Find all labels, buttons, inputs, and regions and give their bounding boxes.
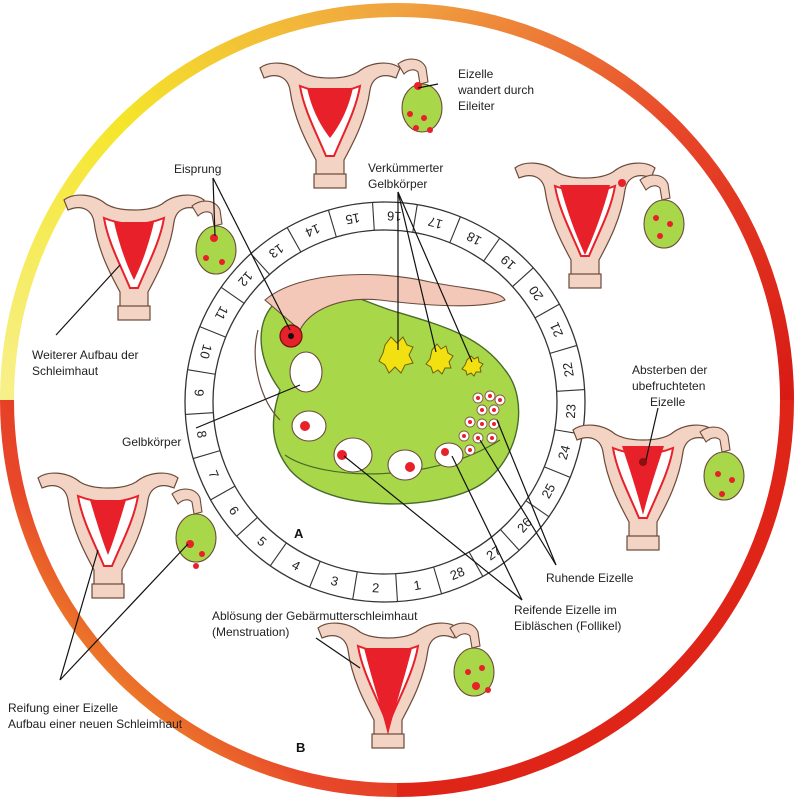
day-tick bbox=[449, 216, 461, 243]
marker-b: B bbox=[296, 740, 305, 755]
day-tick bbox=[433, 566, 443, 594]
day-tick bbox=[556, 388, 585, 392]
day-label: 25 bbox=[538, 481, 558, 501]
day-tick bbox=[544, 466, 571, 478]
day-ticks bbox=[185, 202, 585, 602]
ovary-center: A bbox=[254, 274, 520, 541]
day-tick bbox=[534, 303, 560, 319]
day-tick bbox=[352, 571, 358, 600]
label-reifende: Reifende Eizelle im Eibläschen (Follikel… bbox=[514, 603, 621, 633]
day-tick bbox=[525, 500, 550, 518]
day-label: 14 bbox=[303, 221, 322, 240]
resting-egg-nucleus bbox=[490, 436, 494, 440]
resting-egg-nucleus bbox=[492, 422, 496, 426]
cycle-ring bbox=[0, 3, 794, 797]
day-tick bbox=[395, 573, 399, 602]
resting-egg-nucleus bbox=[462, 434, 466, 438]
label-eisprung: Eisprung bbox=[174, 162, 221, 176]
day-label: 22 bbox=[560, 361, 577, 378]
resting-egg-nucleus bbox=[498, 398, 502, 402]
day-label: 23 bbox=[563, 404, 579, 419]
resting-eggs bbox=[458, 390, 506, 456]
label-absterben: Absterben der ubefruchteten Eizelle bbox=[632, 363, 711, 409]
stage-right bbox=[572, 424, 745, 551]
resting-egg-nucleus bbox=[476, 396, 480, 400]
day-label: 13 bbox=[266, 241, 287, 262]
day-tick bbox=[185, 412, 214, 416]
resting-egg-nucleus bbox=[468, 420, 472, 424]
day-label: 2 bbox=[372, 580, 380, 595]
day-tick bbox=[371, 202, 375, 231]
stage-upper-left bbox=[63, 194, 237, 321]
day-tick bbox=[500, 529, 520, 551]
day-label: 3 bbox=[329, 573, 340, 589]
resting-egg-nucleus bbox=[492, 408, 496, 412]
day-tick bbox=[210, 485, 236, 501]
day-label: 9 bbox=[192, 389, 207, 397]
label-eizelle-wandert: Eizelle wandert durch Eileiter bbox=[457, 67, 537, 113]
day-tick bbox=[512, 267, 534, 287]
day-label: 17 bbox=[426, 214, 444, 232]
day-label: 1 bbox=[412, 577, 422, 593]
resting-egg-nucleus bbox=[480, 422, 484, 426]
resting-egg-nucleus bbox=[476, 436, 480, 440]
day-tick bbox=[199, 326, 226, 338]
day-tick bbox=[327, 210, 337, 238]
day-tick bbox=[549, 344, 577, 354]
day-label: 24 bbox=[555, 443, 573, 461]
day-label: 21 bbox=[547, 320, 566, 339]
resting-egg-nucleus bbox=[468, 448, 472, 452]
day-label: 8 bbox=[194, 429, 210, 439]
stage-lower-left bbox=[37, 472, 217, 599]
day-label: 18 bbox=[464, 229, 484, 249]
label-ruhende: Ruhende Eizelle bbox=[546, 571, 634, 585]
day-tick bbox=[309, 561, 321, 588]
annotation-labels: Eizelle wandert durch Eileiter Eisprung … bbox=[8, 67, 711, 731]
day-tick bbox=[468, 551, 484, 577]
stage-upper-right bbox=[514, 162, 685, 289]
leader-lines bbox=[55, 83, 659, 681]
stage-bottom: B bbox=[296, 622, 495, 755]
day-tick bbox=[220, 286, 245, 304]
day-tick bbox=[187, 369, 216, 375]
day-label: 27 bbox=[483, 543, 504, 564]
day-label: 16 bbox=[387, 208, 402, 224]
label-weiterer-aufbau: Weiterer Aufbau der Schleimhaut bbox=[32, 348, 142, 378]
day-label: 11 bbox=[212, 304, 232, 323]
day-tick bbox=[286, 227, 302, 253]
label-reifung: Reifung einer Eizelle Aufbau einer neuen… bbox=[8, 701, 183, 731]
label-abloesung: Ablösung der Gebärmutterschleimhaut (Men… bbox=[212, 609, 421, 639]
label-gelbkoerper: Gelbkörper bbox=[122, 435, 181, 449]
day-tick bbox=[250, 253, 270, 275]
day-tick bbox=[193, 450, 221, 460]
day-label: 28 bbox=[448, 564, 467, 583]
day-tick bbox=[269, 542, 287, 567]
label-verkuemmert: Verkümmerter Gelbkörper bbox=[368, 161, 447, 191]
resting-egg-nucleus bbox=[480, 408, 484, 412]
day-label: 20 bbox=[526, 283, 547, 304]
maturing-follicles bbox=[291, 410, 464, 481]
day-tick bbox=[483, 237, 501, 262]
marker-a: A bbox=[294, 526, 304, 541]
degenerated-corpora bbox=[378, 336, 484, 377]
day-label: 15 bbox=[344, 210, 361, 227]
resting-egg-nucleus bbox=[488, 394, 492, 398]
day-tick bbox=[236, 517, 258, 537]
day-label: 10 bbox=[197, 343, 215, 361]
